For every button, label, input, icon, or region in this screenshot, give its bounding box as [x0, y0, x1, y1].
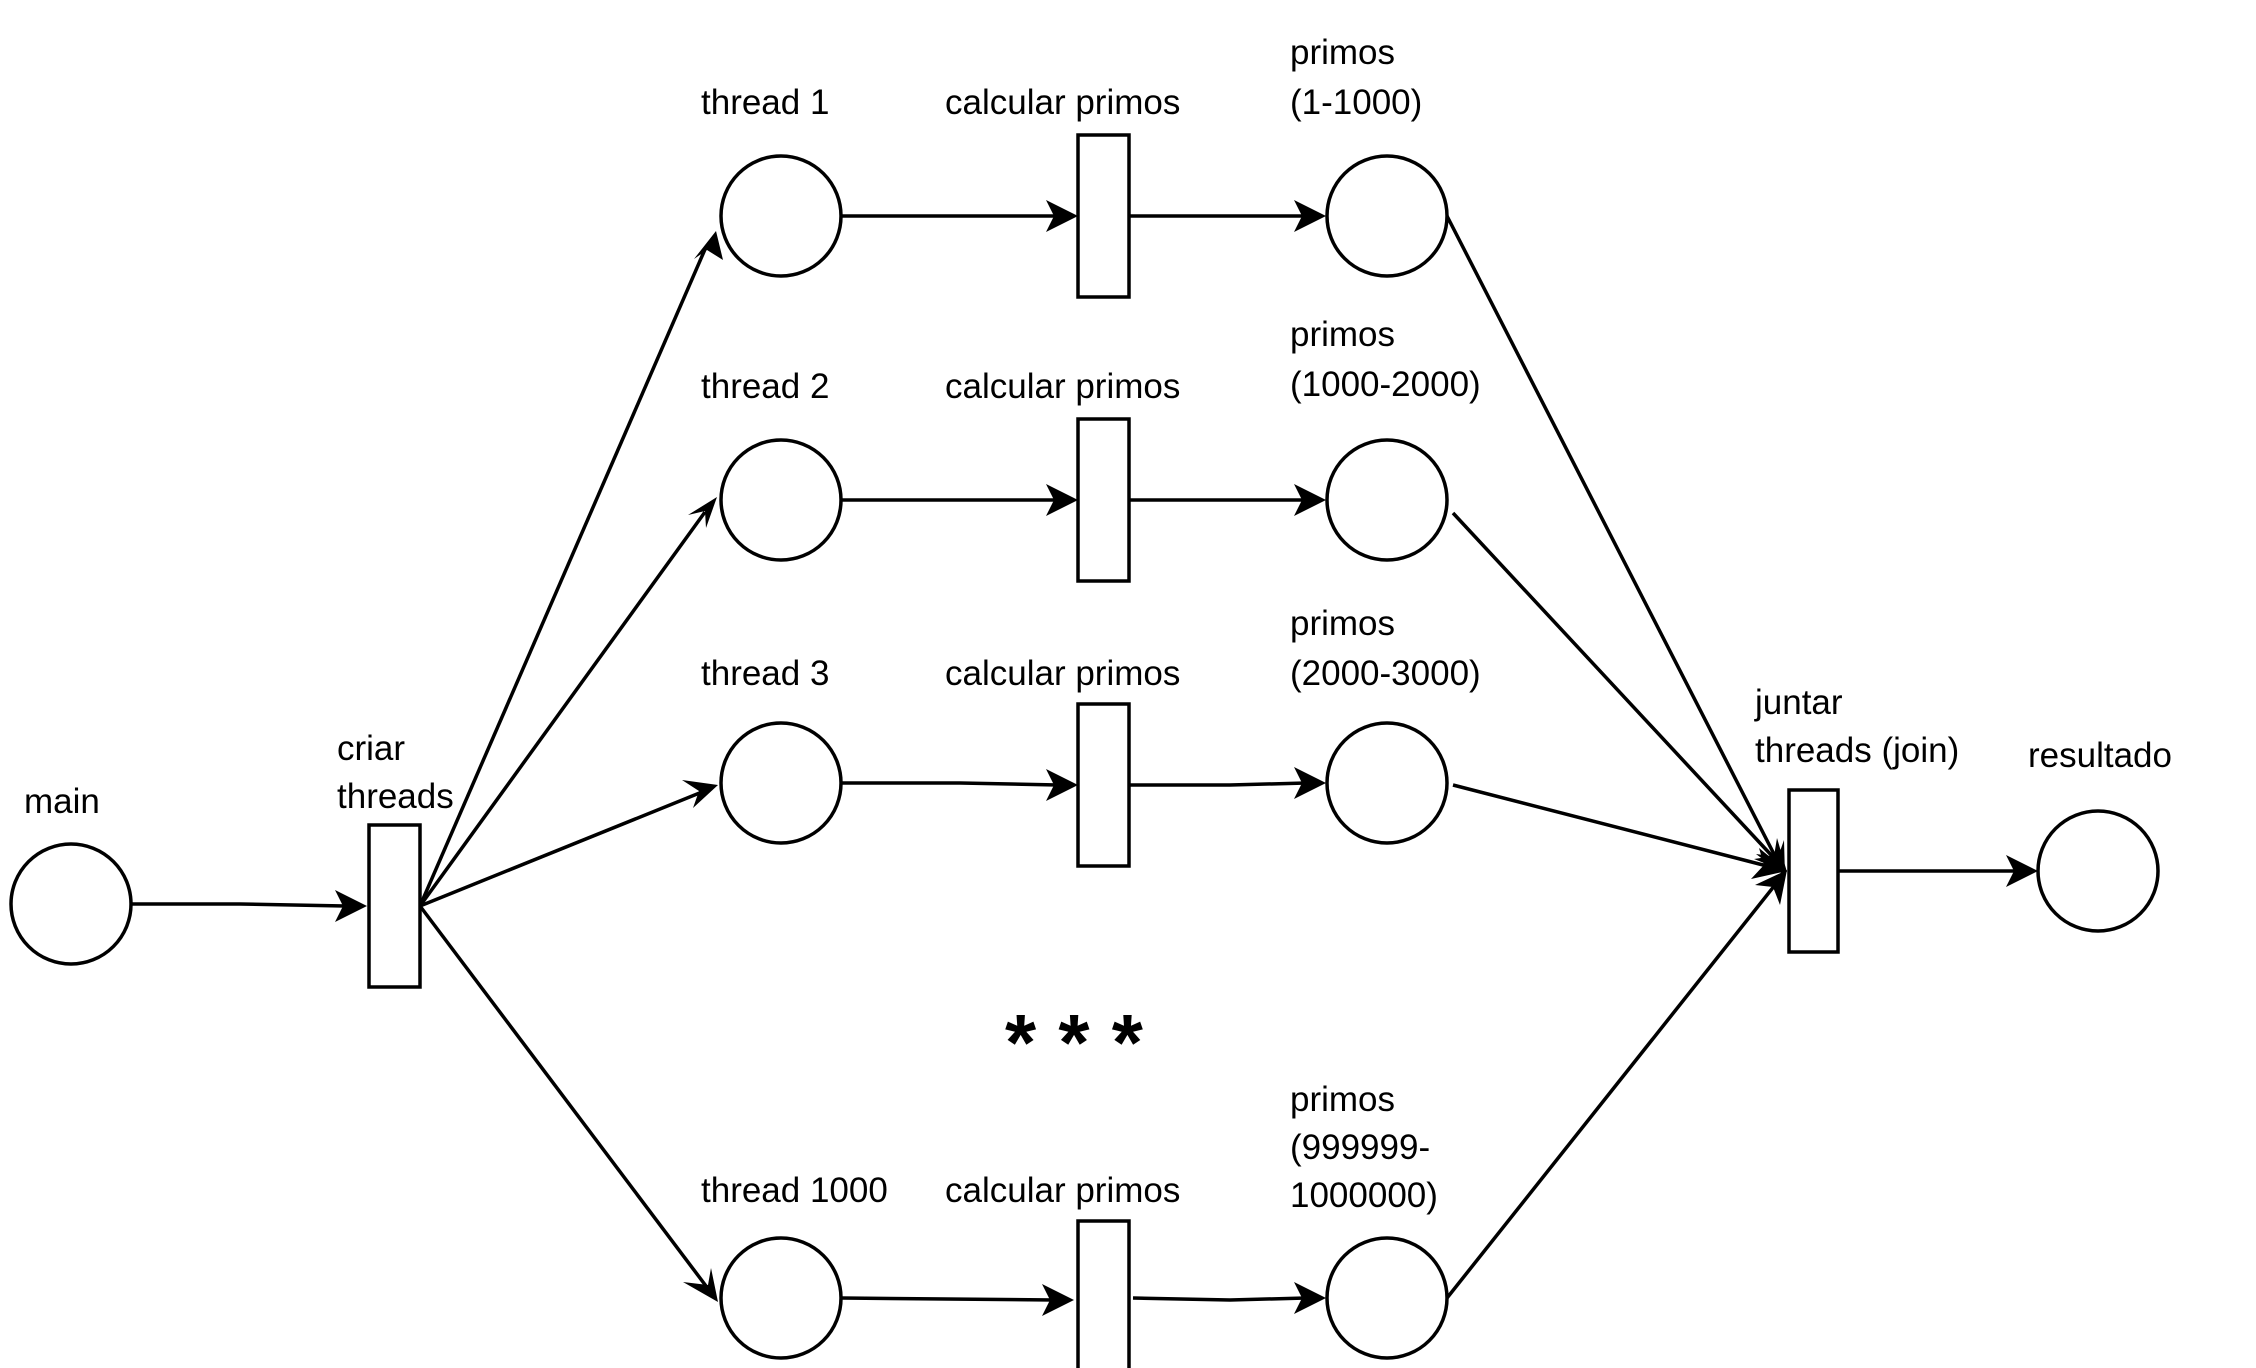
arrowhead [1755, 870, 1787, 905]
transition-juntar-threads [1787, 788, 1840, 954]
label-primos-1: primos (1-1000) [1290, 33, 1422, 122]
ellipsis: * * * [1005, 998, 1144, 1087]
arc-calcular-to-primos-1000 [1132, 1296, 1307, 1302]
transition-calcular-1 [1076, 133, 1131, 299]
place-thread-3 [719, 721, 843, 845]
arrowhead [1751, 848, 1787, 879]
arrowhead [1294, 1282, 1326, 1314]
place-thread-2 [719, 438, 843, 562]
arrowhead [682, 780, 718, 808]
arrowhead [1294, 767, 1326, 799]
label-resultado: resultado [2028, 736, 2172, 775]
labels: main criar threads thread 1 thread 2 thr… [24, 33, 2172, 1215]
arrowhead [2006, 855, 2038, 887]
label-calcular-3: calcular primos [945, 654, 1180, 693]
arrowhead [335, 890, 367, 922]
arc-primos-1-to-juntar [1445, 215, 1778, 859]
arc-thread-3-to-calcular [841, 781, 1059, 787]
arrowhead [1754, 838, 1787, 872]
arc-criar-to-thread-3 [419, 790, 703, 908]
place-primos-2 [1325, 438, 1449, 562]
arrowhead [1294, 200, 1326, 232]
arrowhead [1046, 484, 1078, 516]
arc-thread-1000-to-calcular [840, 1296, 1055, 1302]
place-main [9, 842, 133, 966]
place-thread-1000 [719, 1236, 843, 1360]
label-primos-3: primos (2000-3000) [1290, 604, 1481, 693]
label-criar-threads: criar threads [337, 729, 454, 816]
arrowhead [694, 231, 723, 260]
arrowhead [1046, 769, 1078, 801]
label-calcular-1000: calcular primos [945, 1171, 1180, 1210]
arc-primos-1000-to-juntar [1445, 883, 1777, 1300]
label-calcular-2: calcular primos [945, 367, 1180, 406]
label-primos-2: primos (1000-2000) [1290, 315, 1481, 404]
places [9, 154, 2160, 1360]
label-calcular-1: calcular primos [945, 83, 1180, 122]
label-primos-1000: primos (999999- 1000000) [1290, 1080, 1440, 1215]
transition-calcular-2 [1076, 417, 1131, 583]
label-juntar-threads: juntar threads (join) [1754, 683, 1959, 770]
arc-criar-to-thread-2 [418, 510, 707, 908]
place-resultado [2036, 809, 2160, 933]
place-thread-1 [719, 154, 843, 278]
arrowhead [688, 497, 717, 528]
transition-calcular-1000 [1076, 1219, 1131, 1368]
arc-criar-to-thread-1 [418, 246, 708, 907]
arrowhead [1046, 200, 1078, 232]
label-thread-1000: thread 1000 [701, 1171, 888, 1210]
arc-main-to-criar [131, 902, 346, 908]
arcs [131, 200, 2038, 1316]
label-thread-3: thread 3 [701, 654, 829, 693]
arc-primos-2-to-juntar [1451, 511, 1775, 859]
label-thread-2: thread 2 [701, 367, 829, 406]
transition-calcular-3 [1076, 702, 1131, 868]
place-primos-3 [1325, 721, 1449, 845]
arc-primos-3-to-juntar [1452, 783, 1768, 868]
transitions [367, 133, 1840, 1368]
arc-criar-to-thread-1000 [418, 904, 708, 1288]
label-main: main [24, 782, 100, 821]
arrowhead [1042, 1284, 1074, 1316]
place-primos-1 [1325, 154, 1449, 278]
arc-calcular-to-primos-3 [1129, 781, 1307, 787]
label-thread-1: thread 1 [701, 83, 829, 122]
arrowhead [683, 1268, 718, 1302]
arrowhead [1294, 484, 1326, 516]
transition-criar-threads [367, 823, 422, 989]
place-primos-1000 [1325, 1236, 1449, 1360]
